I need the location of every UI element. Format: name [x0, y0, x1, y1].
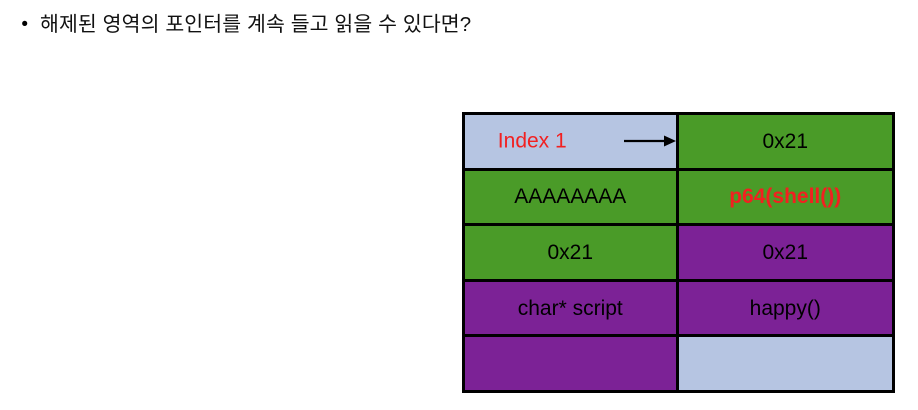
heap-cell-label: 0x21	[547, 240, 594, 264]
table-row: char* script happy()	[465, 281, 892, 338]
heap-cell-happy-fn: happy()	[678, 281, 892, 335]
heap-cell-char-script: char* script	[465, 281, 679, 335]
heap-cell-label: char* script	[517, 296, 623, 320]
heap-cell-label: Index 1	[497, 129, 567, 153]
bullet-line: • 해제된 영역의 포인터를 계속 들고 읽을 수 있다면?	[0, 8, 900, 42]
table-row: AAAAAAAA p64(shell())	[465, 170, 892, 227]
heap-cell-chunk1-size: 0x21	[678, 115, 892, 168]
heap-layout-table: Index 1 0x21 AAAAAAAA p64(shell()) 0x21 …	[462, 112, 895, 393]
heap-cell-p64-shell: p64(shell())	[678, 170, 892, 224]
table-row	[465, 337, 892, 390]
heap-cell-chunk2-size-left: 0x21	[465, 226, 679, 279]
heap-cell-empty-left	[465, 337, 679, 390]
pointer-arrow-icon	[623, 135, 676, 147]
heap-cell-payload-a: AAAAAAAA	[465, 170, 679, 224]
heap-cell-label: AAAAAAAA	[514, 185, 627, 209]
table-row: Index 1 0x21	[465, 115, 892, 171]
heap-cell-label: 0x21	[762, 240, 809, 264]
bullet-text: 해제된 영역의 포인터를 계속 들고 읽을 수 있다면?	[40, 13, 472, 36]
heap-cell-chunk2-size-right: 0x21	[678, 226, 892, 279]
heap-cell-label: happy()	[749, 296, 821, 320]
bullet-marker-icon: •	[21, 14, 28, 35]
table-row: 0x21 0x21	[465, 226, 892, 282]
heap-cell-label: 0x21	[762, 129, 809, 153]
heap-cell-empty-right	[678, 337, 892, 390]
heap-cell-index1: Index 1	[465, 115, 679, 168]
heap-cell-label: p64(shell())	[729, 185, 842, 209]
